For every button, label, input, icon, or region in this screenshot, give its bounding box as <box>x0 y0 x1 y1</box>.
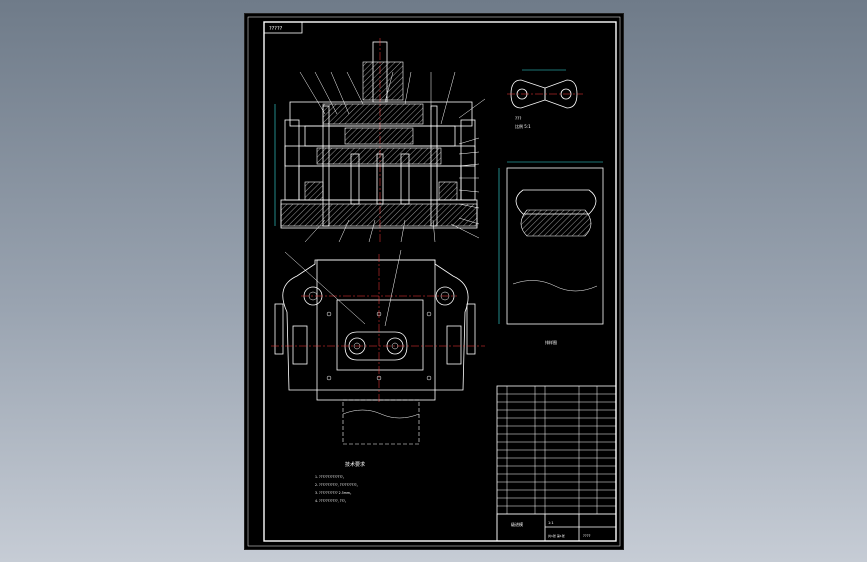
inner-frame <box>263 21 617 542</box>
section-view <box>274 38 486 244</box>
tech-note-3: 3. ??????????? 2.5mm。 <box>315 491 353 495</box>
drawing-sheet: ????? <box>244 13 624 550</box>
strip-layout: 排样图 <box>498 161 604 345</box>
drawing-scale: 1:1 <box>548 521 554 525</box>
tech-note-4: 4. ???????????, ???。 <box>315 499 348 503</box>
drawing-name: 级进模 <box>511 521 523 527</box>
svg-text:???: ??? <box>515 116 521 121</box>
cad-drawing: ????? <box>247 16 621 547</box>
detail-a-label: 比例 5:1 <box>515 123 531 129</box>
plan-view <box>271 249 485 445</box>
title-block: 级进模 1:1 共1张 第1张 ???? <box>496 385 617 542</box>
tech-notes-title: 技术要求 <box>345 461 365 468</box>
tech-note-2: 2. ???????????, ??????????。 <box>315 483 360 487</box>
detail-part: ??? 比例 5:1 <box>507 69 583 129</box>
organization: ???? <box>583 534 591 538</box>
detail-b-label: 排样图 <box>545 339 557 345</box>
title-tag: ????? <box>263 21 303 34</box>
outer-frame <box>247 16 621 547</box>
title-tag-text: ????? <box>269 26 283 32</box>
sheet-number: 共1张 第1张 <box>548 533 565 538</box>
tech-note-1: 1. ??????????????。 <box>315 475 346 479</box>
tech-notes: 技术要求 1. ??????????????。 2. ???????????, … <box>315 461 365 503</box>
